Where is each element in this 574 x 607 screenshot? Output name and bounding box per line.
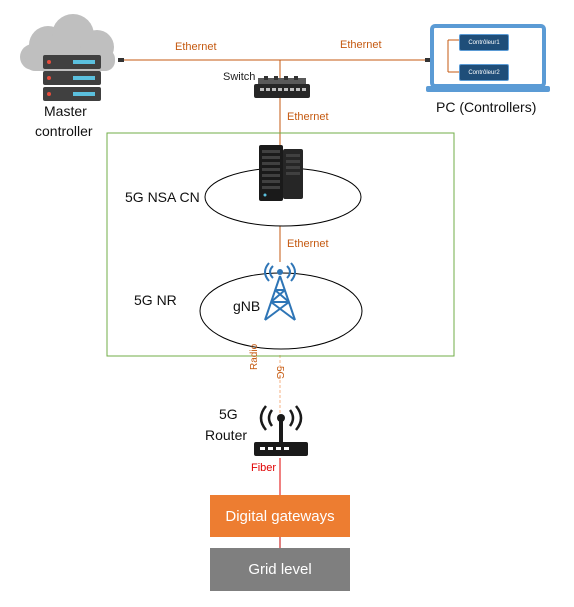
wifi-router-icon bbox=[254, 405, 308, 456]
ethernet-label-core-nr: Ethernet bbox=[287, 238, 329, 250]
master-controller-label-line1: Master bbox=[44, 103, 87, 119]
controller-1-box: Contrôleur1 bbox=[459, 34, 509, 51]
gnb-label: gNB bbox=[233, 298, 261, 314]
connector-plug-master bbox=[118, 58, 124, 62]
fiber-label: Fiber bbox=[251, 462, 277, 474]
nr-label: 5G NR bbox=[134, 292, 177, 308]
connector-plug-pc bbox=[425, 58, 431, 62]
network-switch-icon bbox=[254, 76, 310, 98]
grid-level-box: Grid level bbox=[210, 548, 350, 591]
server-rack-icon bbox=[259, 145, 303, 201]
controller-2-box: Contrôleur2 bbox=[459, 64, 509, 81]
master-controller-label-line2: controller bbox=[35, 123, 93, 139]
switch-label: Switch bbox=[223, 71, 256, 83]
digital-gateways-box: Digital gateways bbox=[210, 495, 350, 537]
core-network-enclosure bbox=[106, 132, 455, 357]
core-label: 5G NSA CN bbox=[125, 189, 200, 205]
ethernet-label-switch-pc: Ethernet bbox=[340, 39, 382, 51]
grid-level-label: Grid level bbox=[248, 561, 312, 578]
router-label-line2: Router bbox=[205, 427, 248, 443]
digital-gateways-label: Digital gateways bbox=[225, 507, 335, 525]
antenna-tower-icon bbox=[264, 262, 296, 321]
pc-label: PC (Controllers) bbox=[436, 99, 537, 115]
radio-link-label-line1: Radio bbox=[249, 343, 260, 370]
router-label-line1: 5G bbox=[219, 406, 238, 422]
server-cloud-icon bbox=[20, 14, 115, 101]
ethernet-label-switch-core: Ethernet bbox=[287, 111, 329, 123]
radio-link-label-line2: 5G bbox=[274, 366, 285, 380]
ethernet-label-master-switch: Ethernet bbox=[175, 41, 217, 53]
